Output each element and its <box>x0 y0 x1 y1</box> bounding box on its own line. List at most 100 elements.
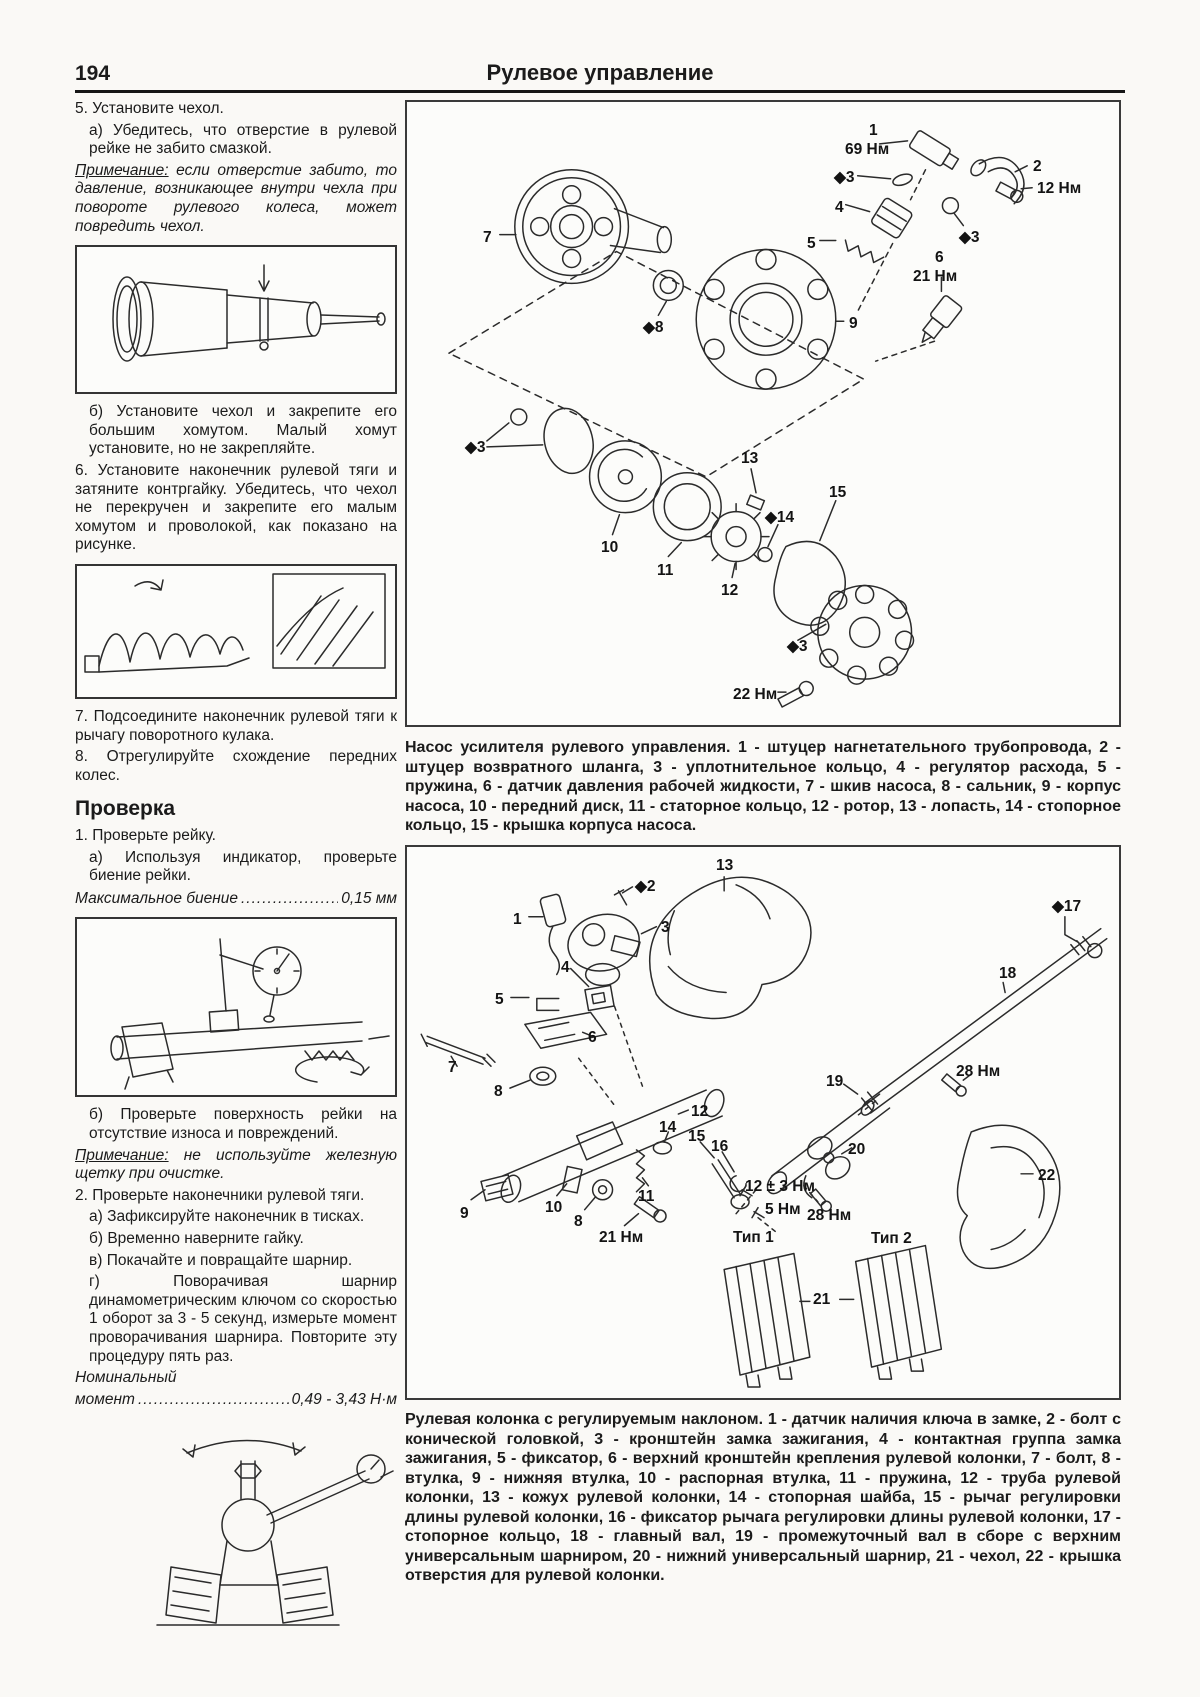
figure-tie-rod-vise <box>75 1419 397 1651</box>
figure-callout: 21 <box>813 1291 831 1308</box>
figure-callout: 19 <box>826 1073 844 1090</box>
spec-value: 0,15 мм <box>341 890 397 908</box>
figure-callout: 5 <box>495 991 504 1008</box>
note-text: если отверстие забито, то давление, возн… <box>75 161 397 235</box>
instruction-substep: б) Установите чехол и закрепите его боль… <box>89 403 397 458</box>
note-text: не используйте железную щетку при очистк… <box>75 1146 397 1183</box>
figure-callout: 16 <box>711 1138 729 1155</box>
figure-boot-clamp <box>75 563 397 699</box>
instruction-substep: б) Проверьте поверхность рейки на отсутс… <box>89 1106 397 1143</box>
figure-callout: 12 <box>721 582 739 599</box>
figure-callout: 12 ± 3 Нм <box>745 1178 815 1195</box>
figure-callout: ◆3 <box>834 169 855 186</box>
instruction-step: 8. Отрегулируйте схождение передних коле… <box>75 748 397 784</box>
pump-caption: Насос усилителя рулевого управления. 1 -… <box>405 739 1121 835</box>
figure-callout: 22 Нм <box>733 686 778 703</box>
figure-callout: 12 Нм <box>1037 180 1082 197</box>
figure-callout: 1 <box>869 122 878 139</box>
figure-rack-housing <box>75 245 397 395</box>
instruction-substep: а) Используя индикатор, проверьте биение… <box>89 848 397 885</box>
figure-callout: 6 <box>588 1029 597 1046</box>
figure-dial-indicator <box>75 917 397 1098</box>
instruction-substep: в) Покачайте и повращайте шарнир. <box>89 1251 353 1269</box>
note-label: Примечание: <box>75 1146 169 1164</box>
figure-callout: ◆8 <box>643 319 664 336</box>
figure-callout: 6 <box>935 249 944 266</box>
figure-pump-exploded: 1 69 Нм 2 12 Нм ◆3 4 5 ◆3 6 21 Нм 7 ◆8 9 ◆3 10 11 12 13 ◆1… <box>405 100 1121 727</box>
figure-callout: 15 <box>829 484 847 501</box>
figure-callout: 13 <box>716 857 734 874</box>
figure-callout: ◆3 <box>959 229 980 246</box>
rack-housing-drawing <box>112 264 386 362</box>
figure-callout: 14 <box>659 1119 677 1136</box>
tie-rod-vise-drawing <box>156 1439 394 1626</box>
pump-exploded-drawing <box>448 130 1033 708</box>
figure-callout: ◆3 <box>465 439 486 456</box>
spec-line: момент .................................… <box>75 1390 397 1409</box>
figure-callout: 28 Нм <box>807 1207 852 1224</box>
figure-callout: ◆3 <box>787 638 808 655</box>
figure-callout: 9 <box>849 315 858 332</box>
spec-label: момент <box>75 1390 135 1408</box>
figure-callout: 3 <box>661 919 670 936</box>
figure-callout: 11 <box>657 562 674 579</box>
note-paragraph: Примечание: не используйте железную щетк… <box>75 1147 397 1184</box>
figure-callout: 9 <box>460 1205 469 1222</box>
dial-indicator-drawing <box>110 938 390 1091</box>
spec-label: Максимальное биение <box>75 890 238 908</box>
figure-callout: 28 Нм <box>956 1063 1001 1080</box>
figure-callout: Тип 2 <box>871 1230 912 1247</box>
figure-callout: ◆2 <box>635 878 656 895</box>
figure-callout: 18 <box>999 965 1017 982</box>
column-exploded-drawing <box>420 876 1108 1388</box>
figure-callout: 12 <box>691 1103 709 1120</box>
instruction-step: 5. Установите чехол. <box>75 100 224 117</box>
page-number: 194 <box>75 62 111 85</box>
figure-callout: 10 <box>545 1199 563 1216</box>
figure-callout: ◆14 <box>765 509 795 526</box>
figure-callout: 8 <box>574 1213 583 1230</box>
figure-column-exploded: 1 ◆2 3 4 5 6 7 8 9 10 8 21 Нм 11 12 13 14 15 16 12 ± 3 Нм 5… <box>405 845 1121 1400</box>
figure-callout: 13 <box>741 450 759 467</box>
figure-callout: 22 <box>1038 1167 1056 1184</box>
figure-callout: 5 Нм <box>765 1201 801 1218</box>
page-header: 194 Рулевое управление <box>75 52 1125 93</box>
figure-callout: 5 <box>807 235 816 252</box>
left-text-column: 5. Установите чехол. а) Убедитесь, что о… <box>75 100 397 1651</box>
figure-callout: 20 <box>848 1141 866 1158</box>
page-title: Рулевое управление <box>486 60 714 85</box>
instruction-step: 6. Установите наконечник рулевой тяги и … <box>75 461 397 554</box>
note-label: Примечание: <box>75 161 169 179</box>
figure-callout: 7 <box>483 229 492 246</box>
instruction-substep: г) Поворачивая шарнир динамометрическим … <box>89 1273 397 1365</box>
instruction-substep: а) Зафиксируйте наконечник в тисках. <box>89 1208 365 1226</box>
boot-clamp-drawing <box>84 573 386 673</box>
spec-dots: ........................................… <box>137 1390 289 1408</box>
section-heading: Проверка <box>75 797 176 821</box>
instruction-substep: а) Убедитесь, что отверстие в рулевой ре… <box>89 121 397 158</box>
spec-line: Номинальный <box>75 1369 177 1387</box>
figure-callout: 4 <box>835 199 844 216</box>
figure-callout: 2 <box>1033 158 1042 175</box>
figure-callout: 4 <box>561 959 570 976</box>
instruction-step: 7. Подсоедините наконечник рулевой тяги … <box>75 707 397 744</box>
figure-callout: 10 <box>601 539 619 556</box>
instruction-step: 2. Проверьте наконечники рулевой тяги. <box>75 1186 365 1204</box>
figure-callout: 21 Нм <box>599 1229 644 1246</box>
spec-line: Максимальное биение ....................… <box>75 889 397 908</box>
figure-callout: 1 <box>513 911 522 928</box>
figure-callout: 21 Нм <box>913 268 958 285</box>
column-caption: Рулевая колонка с регулируемым наклоном.… <box>405 1411 1121 1585</box>
figure-callout: 11 <box>638 1188 655 1205</box>
spec-dots: ........................................… <box>241 890 338 908</box>
figure-callout: 15 <box>688 1128 706 1145</box>
instruction-step: 1. Проверьте рейку. <box>75 827 216 845</box>
figure-callout: ◆17 <box>1052 898 1082 915</box>
figure-callout: 69 Нм <box>845 141 890 158</box>
spec-value: 0,49 - 3,43 Н·м <box>291 1390 397 1408</box>
figure-callout: Тип 1 <box>733 1229 774 1246</box>
note-paragraph: Примечание: если отверстие забито, то да… <box>75 162 397 236</box>
figure-callout: 8 <box>494 1083 503 1100</box>
figure-callout: 7 <box>448 1059 457 1076</box>
